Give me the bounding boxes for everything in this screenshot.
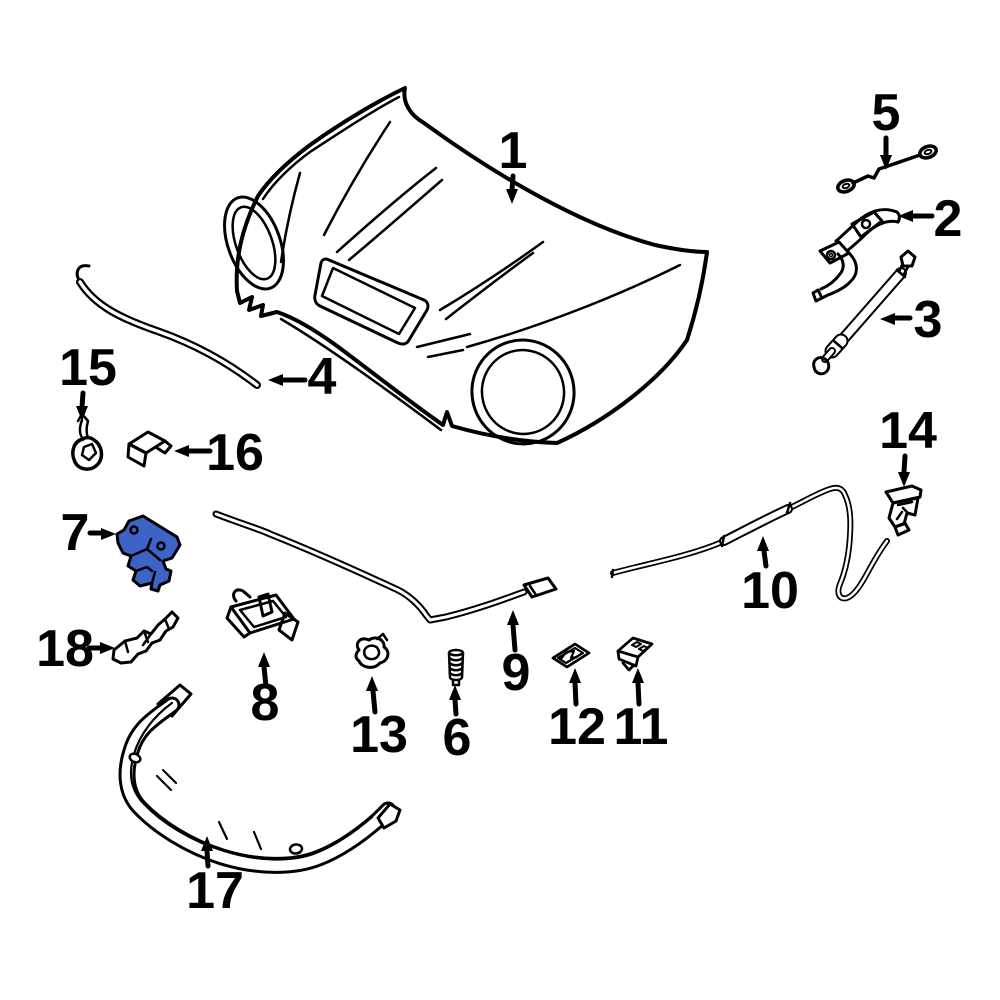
callout-12: 12 [548,668,606,756]
callout-4: 4 [268,348,337,406]
cable-bracket-drawing [884,484,923,537]
safety-catch-drawing [225,588,300,642]
hood-latch-body [115,514,182,593]
callout-label-18: 18 [36,620,94,678]
callout-label-12: 12 [548,698,606,756]
callout-label-9: 9 [502,644,531,702]
callout-5: 5 [872,84,901,170]
ground-strap-drawing [836,144,938,194]
callout-8: 8 [251,652,280,732]
callout-label-16: 16 [206,424,264,482]
callout-7: 7 [61,504,116,562]
callout-10: 10 [741,536,799,620]
hood-hook-drawing [71,412,104,471]
callout-label-6: 6 [443,709,472,767]
callout-3: 3 [880,291,942,349]
callout-6: 6 [443,685,472,767]
clip-12-drawing [551,642,591,669]
hood-striker-drawing [111,610,180,665]
clip-11-drawing [616,636,654,672]
callout-13: 13 [350,676,408,764]
callout-label-1: 1 [499,122,528,180]
callout-2: 2 [898,190,962,248]
hood-scoop-opening [313,257,430,346]
callout-label-13: 13 [350,706,408,764]
front-seal-drawing [118,683,402,874]
callout-label-7: 7 [61,504,90,562]
callout-1: 1 [499,122,528,204]
callout-label-8: 8 [251,674,280,732]
hood-latch-highlighted-drawing [115,514,182,593]
hood-hinge-drawing [811,208,901,303]
callout-label-11: 11 [614,698,669,756]
callout-16: 16 [174,424,264,482]
grommet-drawing [354,632,390,669]
gas-strut-drawing [812,249,917,376]
callout-label-15: 15 [59,339,117,397]
callout-label-14: 14 [879,402,937,460]
callout-11: 11 [614,668,669,756]
callout-18: 18 [36,620,115,678]
clip-16-drawing [126,430,173,468]
callout-label-10: 10 [741,562,799,620]
callouts: 1 2 3 4 5 6 7 [36,84,962,920]
hood-panel-drawing [223,86,709,446]
cowl-seal-drawing [212,510,558,624]
callout-15: 15 [59,339,117,421]
callout-label-17: 17 [186,862,244,920]
callout-label-4: 4 [308,348,337,406]
callout-17: 17 [186,836,244,920]
callout-14: 14 [879,402,937,487]
release-cable-drawing [610,484,890,602]
hood-weatherstrip-drawing [75,264,261,389]
callout-label-3: 3 [914,291,943,349]
callout-label-2: 2 [934,190,963,248]
hood-bumper-drawing [447,648,465,687]
callout-9: 9 [502,610,531,702]
callout-label-5: 5 [872,84,901,142]
